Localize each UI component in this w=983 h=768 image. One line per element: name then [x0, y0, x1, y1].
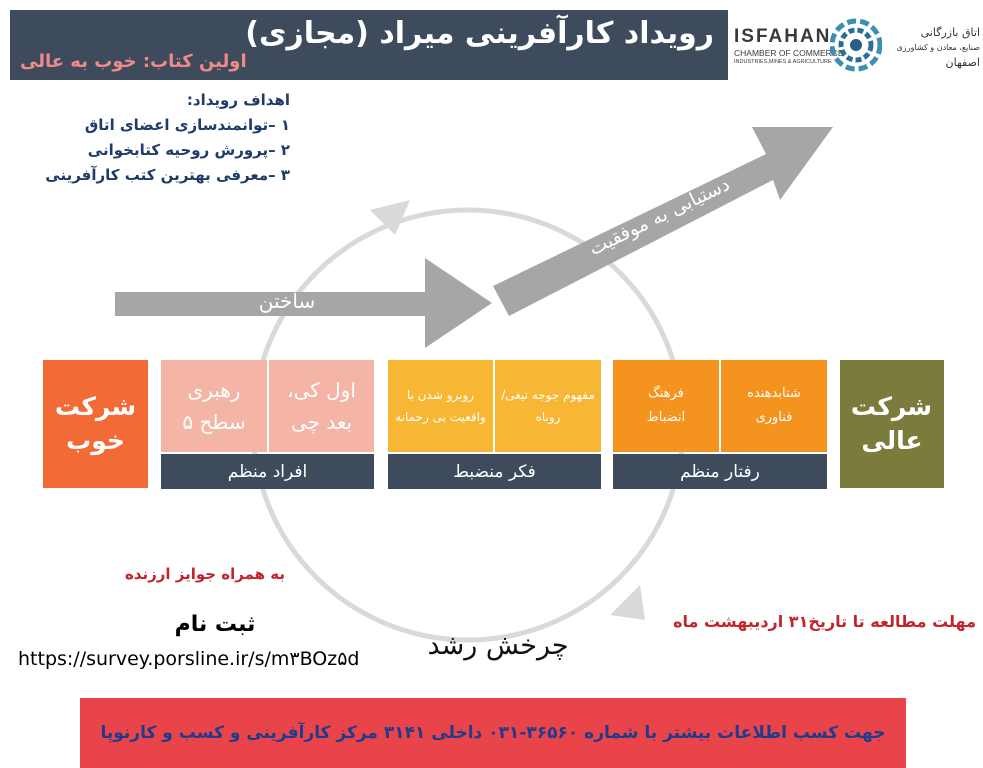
success-label: دستیابی به موفقیت	[586, 173, 734, 260]
success-arrow	[493, 127, 833, 316]
group-bar: فکر منضبط	[388, 454, 601, 489]
cycle-arrowhead-bottom	[610, 585, 645, 620]
concept-box: اول کی، بعد چی	[269, 360, 374, 452]
logo-isfahan-text: ISFAHAN	[734, 26, 832, 47]
header-banner: رویداد کارآفرینی میراد (مجازی) اولین کتا…	[10, 10, 728, 80]
deadline-text: مهلت مطالعه تا تاریخ۳۱ اردیبهشت ماه	[673, 612, 976, 631]
concept-box: رهبری سطح ۵	[161, 360, 267, 452]
prizes-text: به همراه جوایز ارزنده	[124, 565, 286, 583]
chamber-emblem-icon	[830, 18, 882, 72]
registration-link[interactable]: https://survey.porsline.ir/s/m۳BOz۵d	[18, 648, 360, 670]
great-company-box: شرکت عالی	[840, 360, 944, 488]
page-title: رویداد کارآفرینی میراد (مجازی)	[245, 16, 714, 51]
build-arrow	[115, 258, 492, 348]
event-goals: اهداف رویداد: ۱ –توانمندسازی اعضای اتاق …	[20, 88, 290, 188]
group-bar: افراد منظم	[161, 454, 374, 489]
register-heading: ثبت نام	[174, 612, 256, 637]
page-subtitle: اولین کتاب: خوب به عالی	[20, 51, 247, 72]
build-label: ساختن	[259, 289, 315, 313]
logo-chamber-text: CHAMBER OF COMMERCE	[734, 48, 844, 58]
concept-box: روبرو شدن با واقعیت بی رحمانه	[388, 360, 493, 452]
concept-box: شتابدهنده فناوری	[721, 360, 827, 452]
logo-industries-text: INDUSTRIES,MINES & AGRICULTURE	[734, 59, 832, 65]
goals-heading: اهداف رویداد:	[186, 91, 290, 109]
goal-item: ۳ –معرفی بهترین کتب کارآفرینی	[45, 166, 290, 184]
good-company-box: شرکت خوب	[43, 360, 148, 488]
goal-item: ۱ –توانمندسازی اعضای اتاق	[84, 116, 290, 134]
logo-fa-line1: اتاق بازرگانی	[920, 26, 980, 39]
goal-item: ۲ –پرورش روحیه کتابخوانی	[87, 141, 290, 159]
great-company-label: شرکت عالی	[850, 392, 932, 455]
growth-cycle-label: چرخش رشد	[427, 630, 569, 661]
good-company-label: شرکت خوب	[54, 392, 137, 455]
contact-text: جهت کسب اطلاعات بیشتر با شماره ۳۶۵۶۰-۰۳۱…	[100, 723, 886, 743]
chamber-logo: ISFAHAN CHAMBER OF COMMERCE INDUSTRIES,M…	[732, 10, 982, 80]
concept-box: مفهوم جوجه تیغی/روباه	[495, 360, 601, 452]
logo-fa-line3: اصفهان	[945, 56, 980, 69]
group-bar: رفتار منظم	[613, 454, 827, 489]
concept-box: فرهنگ انضباط	[613, 360, 719, 452]
logo-fa-line2: صنایع، معادن و کشاورزی	[896, 43, 980, 52]
contact-footer: جهت کسب اطلاعات بیشتر با شماره ۳۶۵۶۰-۰۳۱…	[80, 698, 906, 768]
cycle-arrowhead-top	[370, 200, 410, 235]
